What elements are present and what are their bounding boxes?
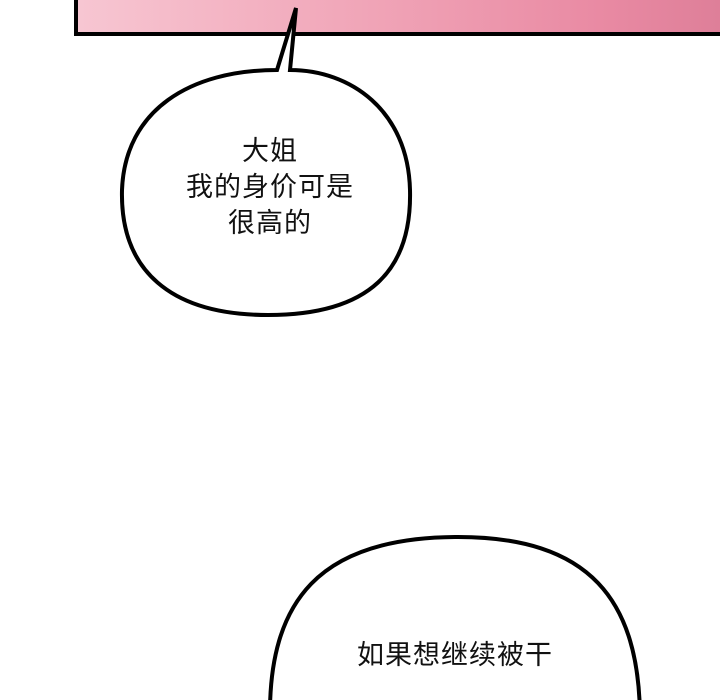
bubble-1-line-3: 很高的: [228, 208, 312, 239]
speech-bubble-2: [268, 534, 642, 700]
bubble-1-text: 大姐 我的身价可是 很高的: [130, 134, 410, 242]
speech-bubble-1: [119, 7, 413, 318]
bubble-2-line-1: 如果想继续被干: [357, 640, 553, 671]
bubble-1-line-2: 我的身价可是: [186, 172, 354, 203]
bubble-2-text: 如果想继续被干: [270, 638, 640, 674]
pink-panel: [74, 0, 720, 36]
bubble-1-line-1: 大姐: [242, 136, 298, 167]
